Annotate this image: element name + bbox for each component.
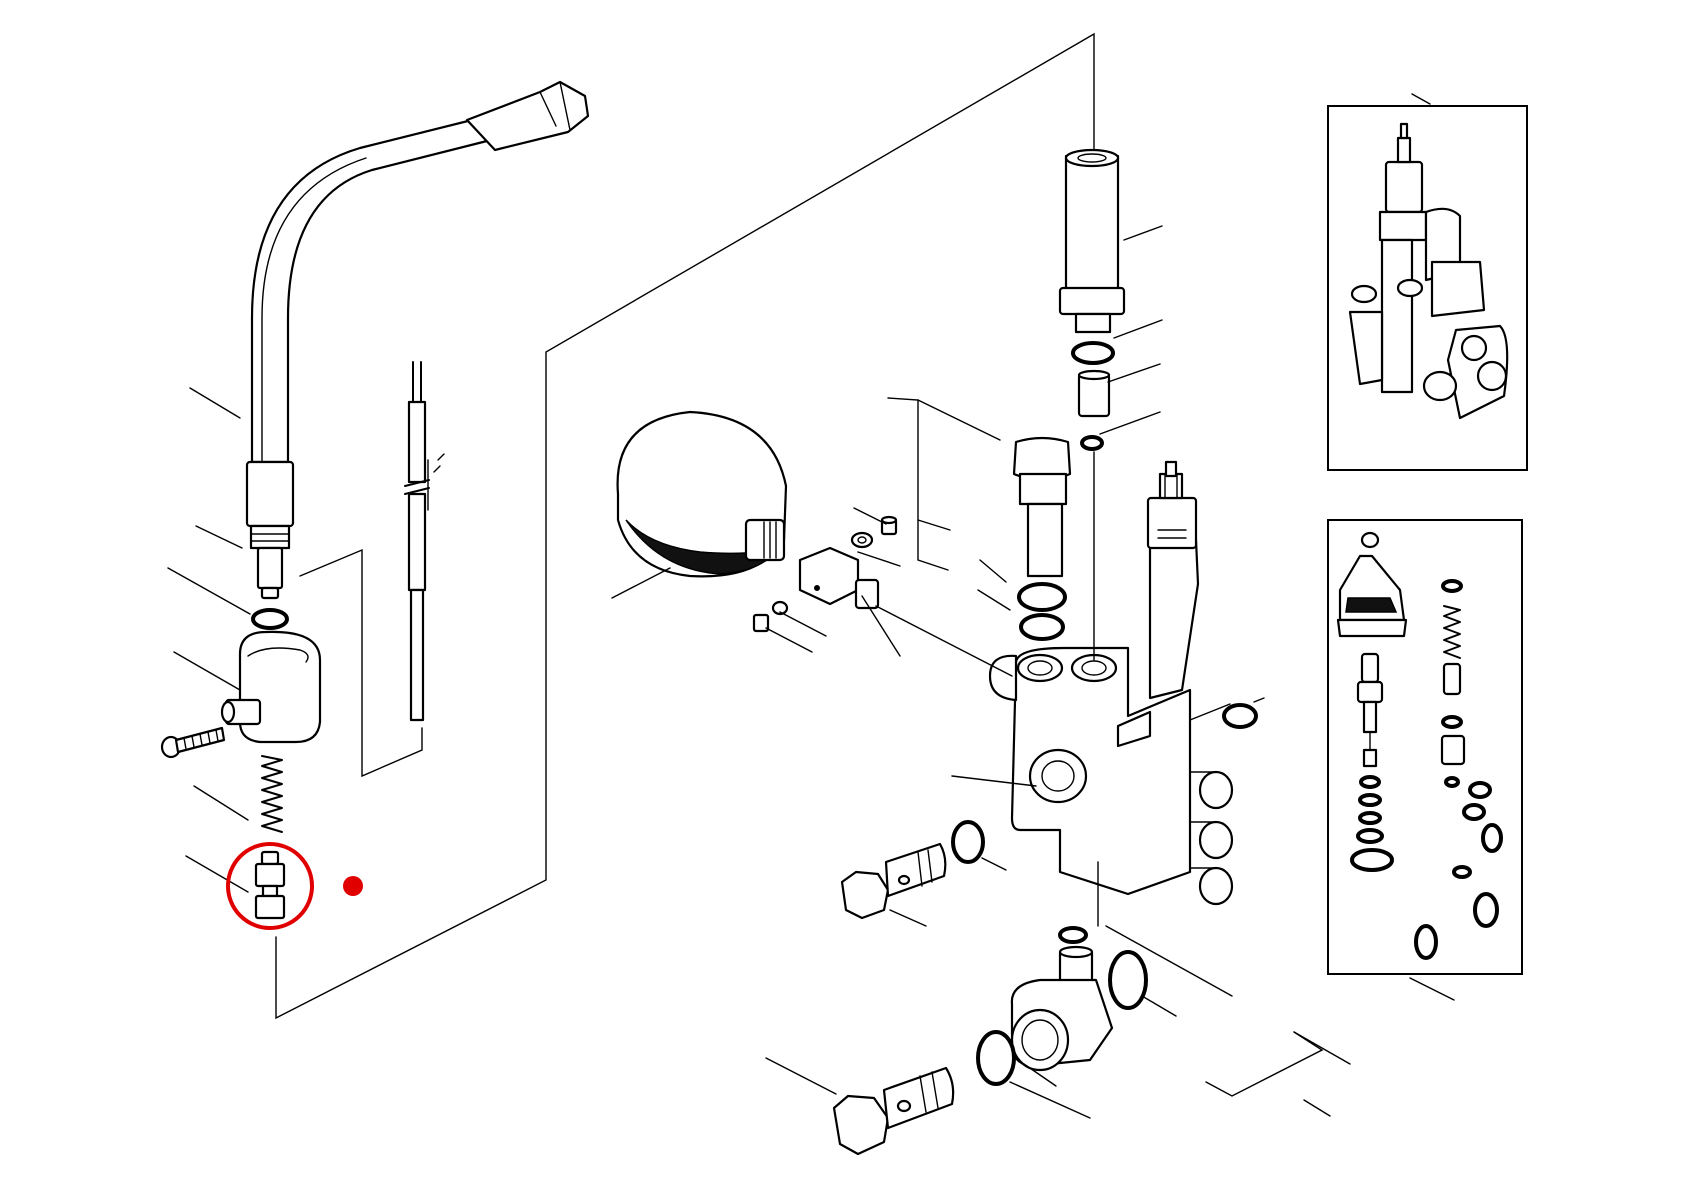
top-sleeve[interactable] xyxy=(1058,148,1126,334)
highlight xyxy=(226,842,363,930)
washer-2[interactable] xyxy=(771,600,789,616)
banjo-bolt-1[interactable] xyxy=(840,842,947,920)
measuring-rod[interactable] xyxy=(404,361,430,722)
elbow-fitting[interactable] xyxy=(1010,945,1114,1072)
o-ring-lower-2[interactable] xyxy=(1108,950,1148,1010)
o-ring-lower-1[interactable] xyxy=(1058,926,1088,944)
highlight-circle xyxy=(226,842,314,930)
screw[interactable] xyxy=(160,726,226,759)
tube-fitting[interactable] xyxy=(245,460,295,528)
bent-tube[interactable] xyxy=(250,116,489,464)
valve-pin[interactable] xyxy=(254,850,286,920)
o-ring-lower-3[interactable] xyxy=(976,1030,1016,1086)
banjo-bolt-2[interactable] xyxy=(832,1066,955,1156)
center-assembly xyxy=(611,148,1351,1156)
o-ring-right[interactable] xyxy=(1222,703,1258,729)
accumulator[interactable] xyxy=(616,410,788,578)
o-ring-left-1[interactable] xyxy=(251,608,289,630)
highlight-dot xyxy=(343,876,363,896)
cap[interactable] xyxy=(1012,436,1072,578)
washer-1[interactable] xyxy=(850,531,874,549)
o-ring-center-2[interactable] xyxy=(1019,613,1065,641)
valve-body[interactable] xyxy=(988,460,1234,906)
o-ring-bolt-1[interactable] xyxy=(951,820,985,864)
inset-parts-kit xyxy=(1327,519,1523,1001)
o-ring-center-1[interactable] xyxy=(1017,582,1067,612)
left-assembly xyxy=(160,32,1095,1020)
adapter-fitting[interactable] xyxy=(798,546,880,610)
o-ring-top-1[interactable] xyxy=(1071,341,1115,365)
small-plug[interactable] xyxy=(880,515,898,536)
o-ring-top-2[interactable] xyxy=(1080,435,1104,451)
inset-assembled-view xyxy=(1327,93,1528,471)
check-valve[interactable] xyxy=(1077,369,1111,418)
small-screw[interactable] xyxy=(752,613,770,633)
tube-end-nut[interactable] xyxy=(465,80,590,152)
spring[interactable] xyxy=(261,755,283,833)
